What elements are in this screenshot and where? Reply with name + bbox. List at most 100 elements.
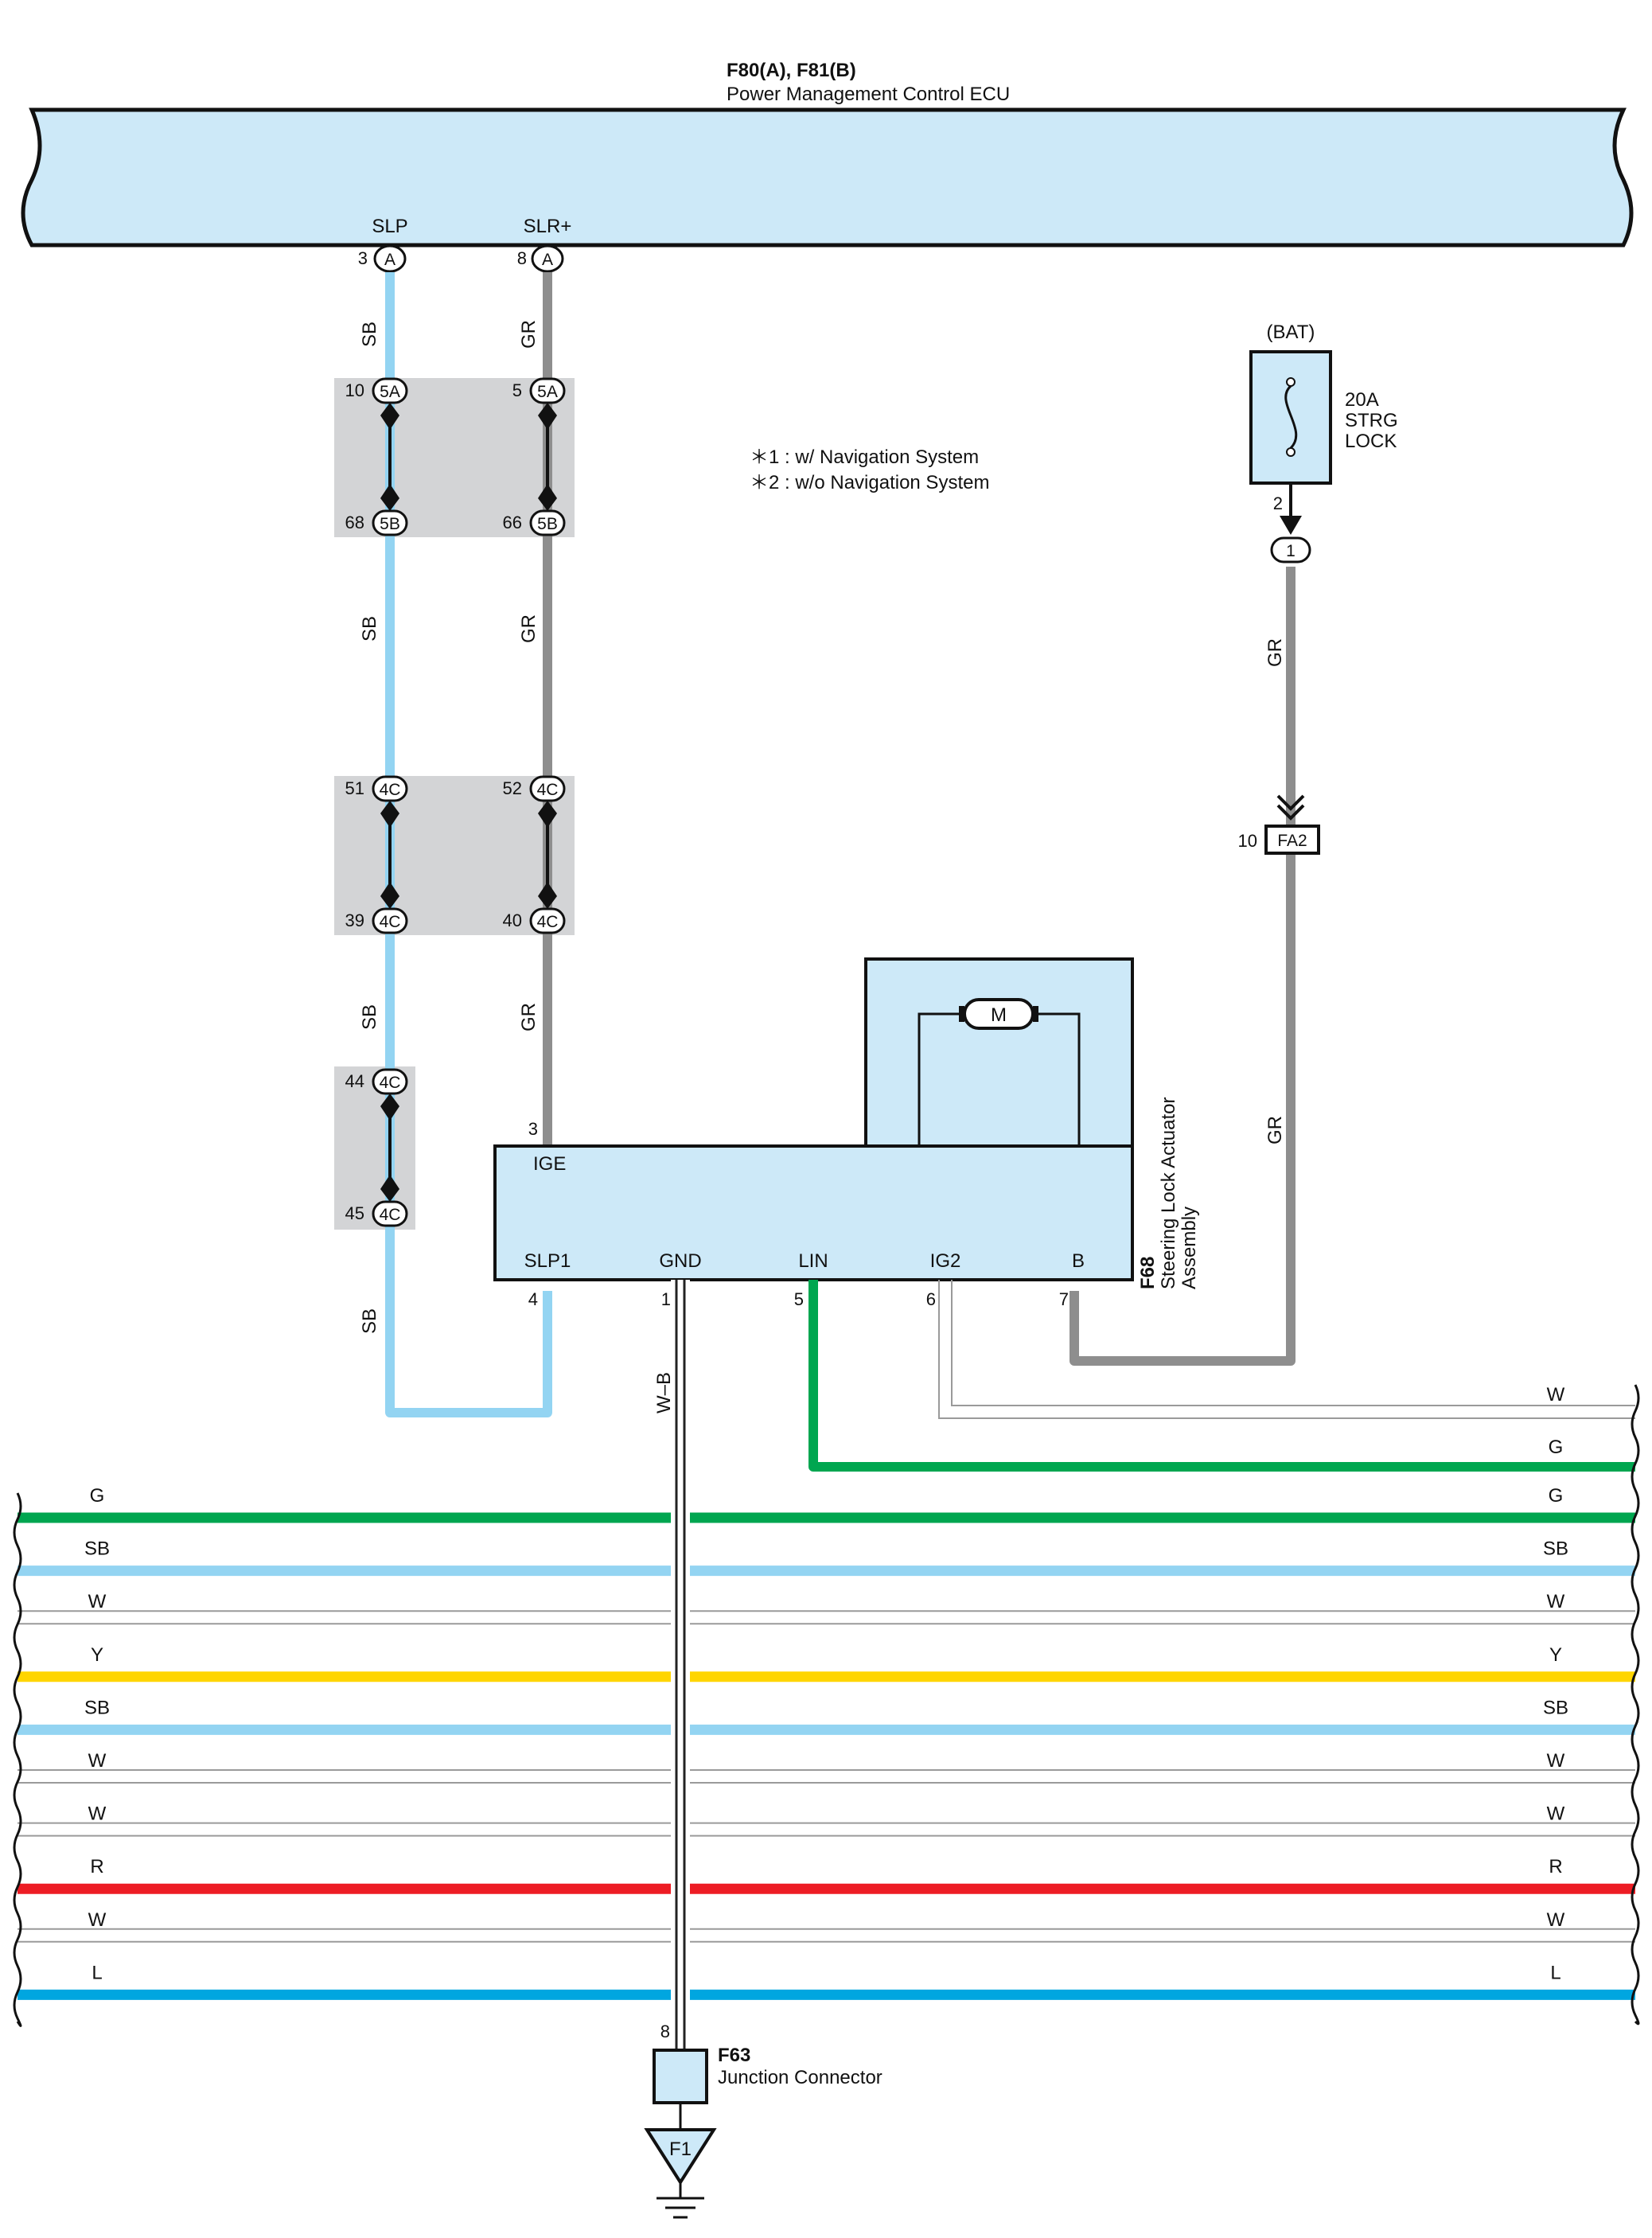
bus-left-label-2: SB [84,1538,110,1560]
fuse-terminal-bottom [1286,447,1295,457]
ecu-box [21,107,1634,248]
ecu-pin-slp-conn: A [384,251,395,269]
fuse-connector [1270,536,1311,563]
motor-brush-right [1033,1006,1038,1022]
wire-code-sb-3: SB [359,1004,380,1030]
ecu-pin-slp-num: 3 [358,248,368,268]
bus-right-label-3: W [1547,1591,1565,1612]
bus-left-label-5: SB [84,1697,110,1718]
j3-left-top-conn: 4C [380,1074,401,1092]
j2-left-top-conn: 4C [380,781,401,799]
junction-3-left: 44 4C 45 4C [345,1068,408,1227]
junction-block-2 [334,776,575,935]
j3-left-bot-conn: 4C [380,1206,401,1224]
wire-code-gr-4: GR [1264,638,1286,667]
junction-connector-f63: 8 F63 Junction Connector [653,2022,882,2130]
fuse-bat-label: (BAT) [1267,322,1315,343]
fuse-terminal-top [1286,377,1295,387]
bus-right-label-4: Y [1549,1644,1562,1666]
fa2-chevron-2 [1276,804,1305,821]
ground-f1: F1 [644,2128,717,2219]
bus-right-label-1: G [1549,1485,1564,1507]
junction-block-1 [334,378,575,537]
wire-g-lin [808,1280,1635,1472]
wire-code-gr-2: GR [518,614,540,643]
wire-code-sb-2: SB [359,616,380,641]
j2-left-bot-num: 39 [345,910,364,930]
fa2-chevron-1 [1276,794,1305,811]
fuse-pin: 2 [1273,493,1283,513]
j1-left-arrow-down [380,484,399,511]
j2-right-bot-conn: 4C [537,913,559,931]
ecu-header: F80(A), F81(B) Power Management Control … [727,60,1010,105]
actuator-code: F68 [1137,1257,1159,1289]
f63-pin: 8 [660,2022,670,2041]
terminal-b: B [1072,1250,1085,1272]
junction-1-right: 5 5A 66 5B [503,377,566,536]
bus-right-label-10: L [1550,1962,1560,1983]
bus-right-label-g: G [1549,1437,1564,1458]
bus-left-label-9: W [88,1909,107,1931]
j2-left-bot-conn: 4C [380,913,401,931]
bus-right-label-5: SB [1543,1697,1568,1718]
wire-wb-gap [671,1280,690,2050]
pin-lin: 5 [794,1289,804,1309]
fa2-label: FA2 [1277,832,1307,850]
bus-right-label-2: SB [1543,1538,1568,1560]
fuse-conn: 1 [1286,542,1295,560]
j2-right-top-num: 52 [503,778,522,798]
j3-left-arrow-down [380,1175,399,1202]
f63-name: Junction Connector [718,2067,882,2088]
bus-right-wavy-edge [1631,1384,1640,2026]
junction-2-left: 51 4C 39 4C [345,775,408,934]
note-1: ＊1 : w/ Navigation System [750,446,979,468]
j1-right-bot-num: 66 [503,513,522,532]
bus-left-label-1: G [90,1485,105,1507]
motor-leads [918,1012,1081,1146]
bus-left-wavy-edge [13,1492,22,2027]
terminal-gnd: GND [659,1250,701,1272]
ground-label: F1 [669,2139,692,2160]
j1-left-bot-conn: 5B [380,515,400,533]
j1-left-top-conn: 5A [380,383,400,401]
j3-left-arrow-up [380,1094,399,1121]
j1-left-top-num: 10 [345,380,364,400]
fuse-lead-arrow [1280,516,1302,535]
bus-right-label-7: W [1547,1803,1565,1825]
j1-right-bot-conn: 5B [537,515,558,533]
j1-left-arrow-up [380,403,399,430]
ecu-pin-slp: SLP 3 A [358,216,408,273]
terminal-lin: LIN [798,1250,828,1272]
steering-lock-actuator: M 3 IGE SLP1 GND LIN IG2 B 4 1 5 6 7 F68… [493,957,1200,1309]
ecu-pin-slp-term: SLP [372,216,407,237]
j3-left-bot-num: 45 [345,1203,364,1223]
j1-right-arrow-up [538,403,557,430]
ecu-code: F80(A), F81(B) [727,60,856,81]
fa2-num: 10 [1238,831,1257,851]
ecu-pin-slr: SLR+ 8 A [517,216,571,273]
junction-2-right: 52 4C 40 4C [503,775,566,934]
wire-gr-fuse-to-b [1070,567,1295,1366]
actuator-name-line1: Steering Lock Actuator [1158,1098,1179,1289]
bus-right-label-w: W [1547,1384,1565,1406]
bus-left-label-6: W [88,1750,107,1772]
wire-code-sb-4: SB [359,1308,380,1334]
fuse-element-icon [1284,384,1298,450]
j2-right-arrow-down [538,882,557,909]
motor-label: M [991,1004,1007,1026]
j1-right-arrow-down [538,484,557,511]
ecu-pin-slr-num: 8 [517,248,527,268]
wire-w-ig2 [938,1280,1635,1419]
fuse-line1: STRG [1345,410,1398,431]
j1-right-top-num: 5 [512,380,522,400]
terminal-ig2: IG2 [930,1250,961,1272]
pin-gnd: 1 [661,1289,671,1309]
ecu-name: Power Management Control ECU [727,84,1010,105]
bus-right-label-8: R [1549,1856,1562,1877]
fuse-line2: LOCK [1345,431,1397,452]
ecu-pin-slp-connector [373,244,407,273]
note-2: ＊2 : w/o Navigation System [750,472,989,493]
bus-right-label-6: W [1547,1750,1565,1772]
j2-left-arrow-up [380,801,399,828]
